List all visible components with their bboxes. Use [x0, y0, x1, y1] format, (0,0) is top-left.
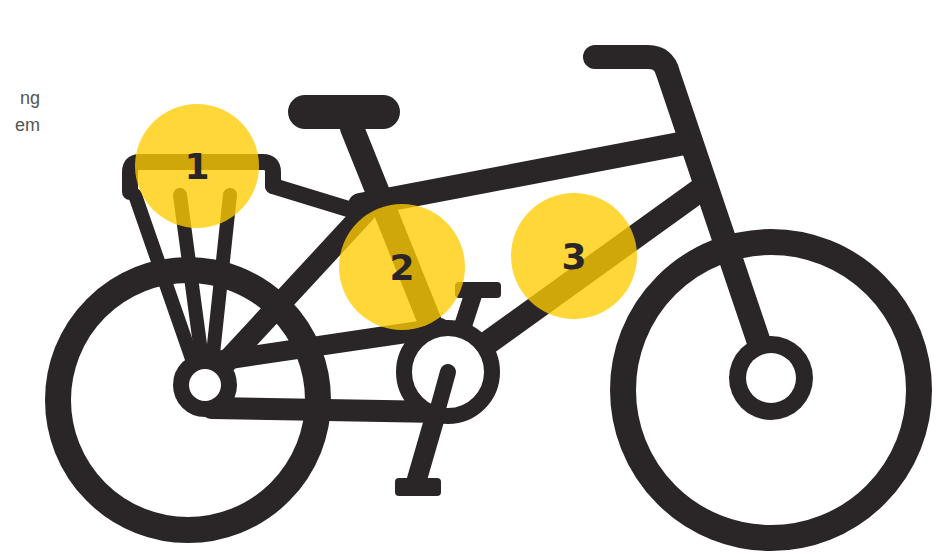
callout-circle: 3	[511, 193, 637, 319]
cut-off-text: em	[15, 115, 40, 136]
top-tube	[360, 142, 690, 205]
callout-circle-fill	[511, 193, 637, 319]
callout-circle: 1	[135, 104, 259, 228]
callout-number: 2	[339, 204, 465, 330]
callout-number: 3	[511, 193, 637, 319]
chain-stay	[212, 408, 440, 412]
front-hub-center	[746, 353, 796, 403]
callout-circle-fill	[339, 204, 465, 330]
saddle	[288, 95, 400, 129]
callout-circle: 2	[339, 204, 465, 330]
front-hub	[729, 336, 813, 420]
crank-arm	[432, 372, 448, 430]
front-wheel	[623, 242, 919, 538]
callout-circle-fill	[135, 104, 259, 228]
pedal	[395, 478, 441, 496]
cut-off-text: ng	[20, 88, 40, 109]
rear-hub	[181, 361, 229, 409]
rack-stay	[273, 186, 358, 212]
callout-number: 1	[135, 104, 259, 228]
